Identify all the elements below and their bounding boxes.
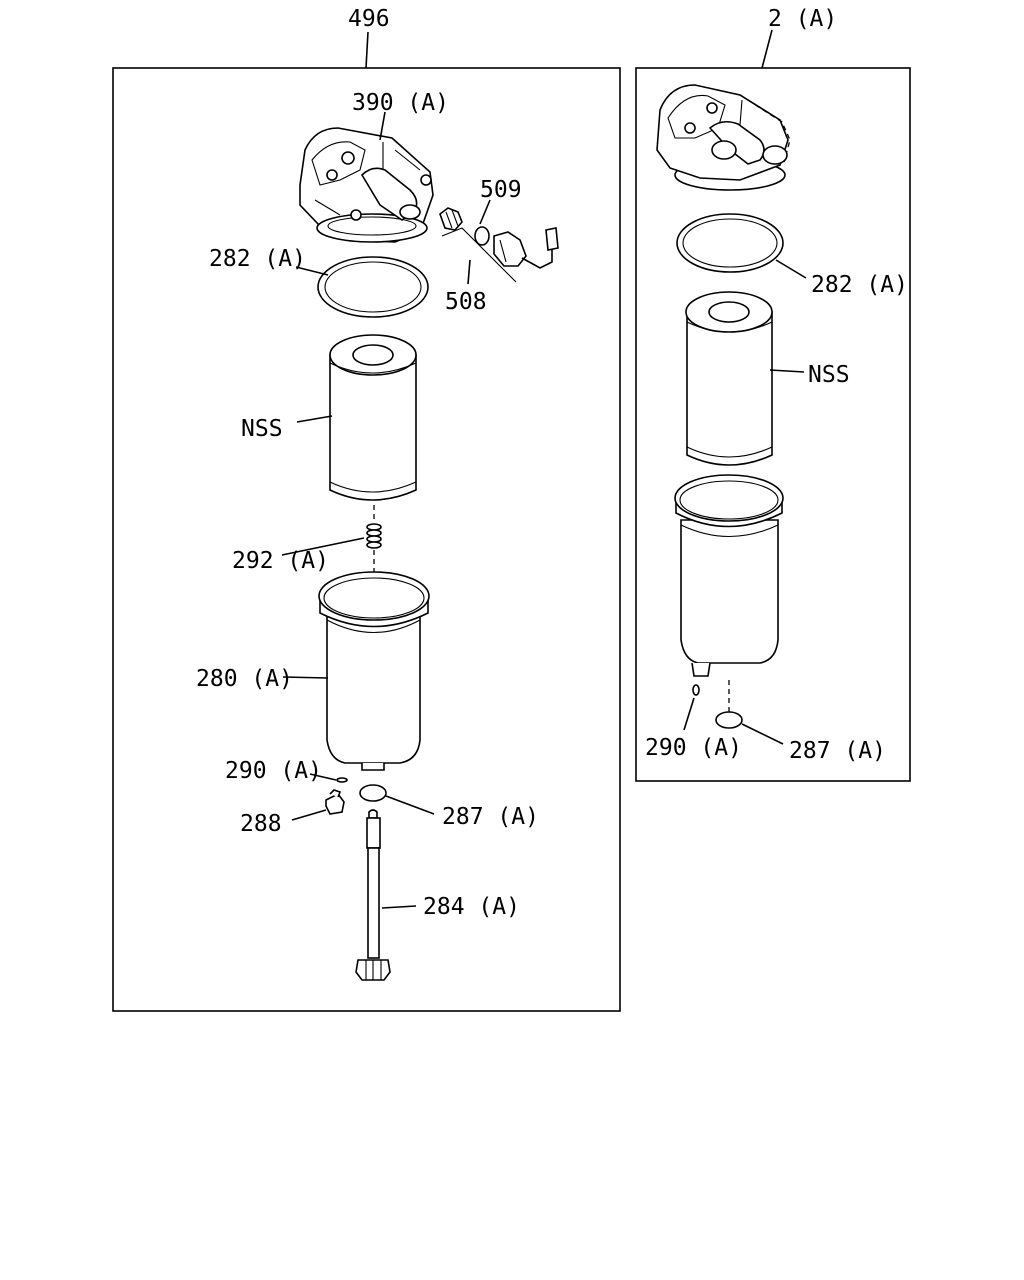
oring-282a-part-right xyxy=(676,213,784,273)
oring-509-part xyxy=(474,226,490,246)
right-panel: 2 (A) 282 (A) N xyxy=(635,6,911,782)
label-287a-left: 287 (A) xyxy=(442,804,539,830)
left-panel: 496 390 (A) xyxy=(112,6,621,1012)
right-panel-title: 2 (A) xyxy=(768,6,837,32)
label-288: 288 xyxy=(240,811,282,837)
label-nss-left: NSS xyxy=(241,416,283,442)
oring-282a-part xyxy=(317,256,429,318)
small-oring-part-right xyxy=(692,684,700,696)
label-509: 509 xyxy=(480,177,522,203)
right-panel-frame xyxy=(635,67,911,782)
bowl-part-right xyxy=(674,474,784,677)
label-280a: 280 (A) xyxy=(196,666,293,692)
center-bolt-part xyxy=(355,809,391,981)
label-287a-right: 287 (A) xyxy=(789,738,886,764)
label-290a-left: 290 (A) xyxy=(225,758,322,784)
drain-plug-part xyxy=(325,789,345,815)
label-292a: 292 (A) xyxy=(232,548,329,574)
spring-part xyxy=(366,523,382,549)
filter-element-part-right xyxy=(685,291,773,466)
label-390a: 390 (A) xyxy=(352,90,449,116)
sensor-part xyxy=(493,227,559,269)
label-284a: 284 (A) xyxy=(423,894,520,920)
small-oring-part xyxy=(336,777,348,783)
filter-element-part xyxy=(329,334,417,501)
label-290a-right: 290 (A) xyxy=(645,735,742,761)
bottom-oring-part-right xyxy=(715,711,743,729)
label-nss-right: NSS xyxy=(808,362,850,388)
left-panel-title: 496 xyxy=(348,6,390,32)
sensor-adapter-part xyxy=(439,207,463,231)
bowl-part xyxy=(318,571,430,771)
label-282a-right: 282 (A) xyxy=(811,272,908,298)
bottom-oring-part xyxy=(359,784,387,802)
label-508: 508 xyxy=(445,289,487,315)
filter-head-part-right xyxy=(656,84,791,191)
filter-head-part xyxy=(299,127,434,243)
label-282a: 282 (A) xyxy=(209,246,306,272)
